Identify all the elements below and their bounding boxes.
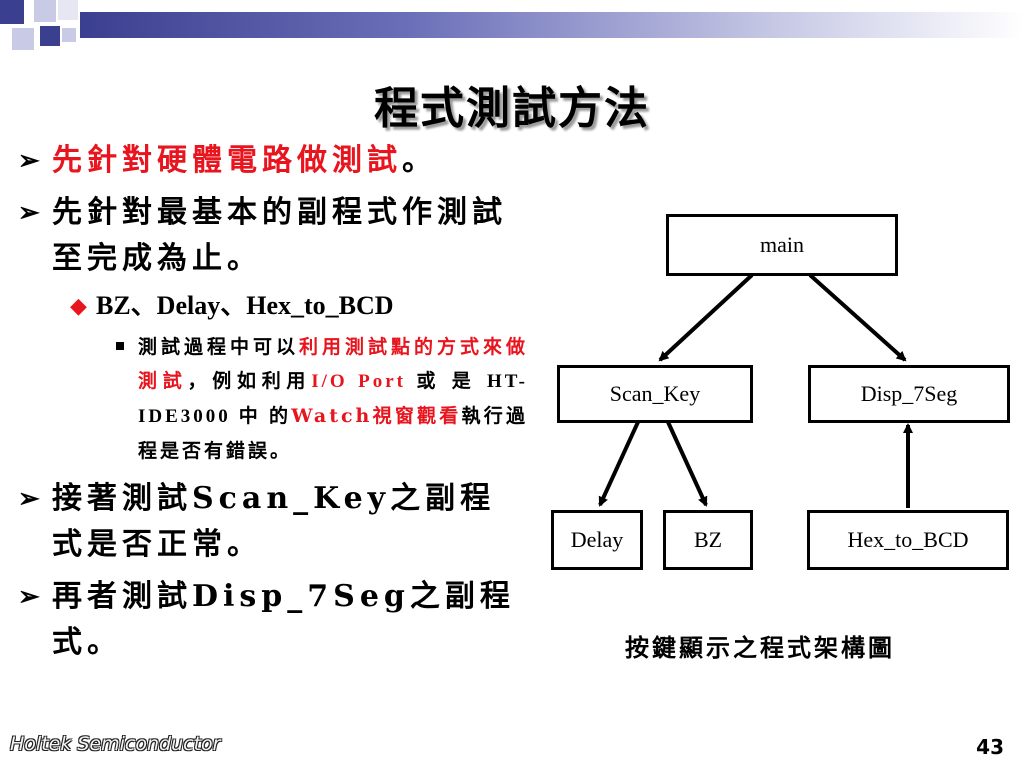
deco-square [12, 28, 34, 50]
bullet-list: ➢ 先針對硬體電路做測試。 ➢ 先針對最基本的副程式作測試至完成為止。 ◆ BZ… [18, 138, 528, 672]
node-main: main [666, 214, 898, 276]
arrow-scan-key-to-bz [666, 421, 708, 507]
bullet-text: 接著測試Scan_Key之副程式是否正常。 [52, 481, 496, 562]
bullet-text-red: 先針對硬體電路做測試 [52, 143, 402, 178]
deco-square [0, 0, 24, 24]
deco-square [58, 0, 78, 20]
sub-bullet-item: ◆ BZ、Delay、Hex_to_BCD [18, 286, 528, 326]
node-bz: BZ [663, 510, 753, 570]
bullet-text-suffix: 。 [402, 143, 437, 178]
arrow-bullet-icon: ➢ [18, 582, 45, 612]
detail-text-red: Watch視窗觀看 [291, 405, 462, 427]
detail-text: ，例如利用 [187, 370, 312, 392]
deco-square [34, 0, 56, 22]
bullet-text: 再者測試Disp_7Seg之副程式。 [52, 579, 515, 660]
bullet-item: ➢ 接著測試Scan_Key之副程式是否正常。 [18, 476, 528, 568]
sub-bullet-text: BZ、Delay、Hex_to_BCD [96, 291, 394, 320]
node-hex-to-bcd: Hex_to_BCD [807, 510, 1009, 570]
deco-square [62, 28, 76, 42]
arrow-main-to-disp-7seg [808, 273, 907, 362]
detail-text: 測試過程中可以 [138, 336, 299, 358]
bullet-item: ➢ 再者測試Disp_7Seg之副程式。 [18, 574, 528, 666]
sub-sub-bullet-item: 測試過程中可以利用測試點的方式來做測試，例如利用I/O Port 或 是 HT-… [18, 330, 528, 468]
bullet-text: 先針對最基本的副程式作測試至完成為止。 [52, 195, 507, 276]
header-gradient-bar [80, 12, 1024, 38]
bullet-item: ➢ 先針對最基本的副程式作測試至完成為止。 [18, 190, 528, 282]
arrow-bullet-icon: ➢ [18, 484, 45, 514]
detail-text-red: I/O Port [311, 371, 406, 392]
node-disp-7seg: Disp_7Seg [808, 365, 1010, 423]
node-delay: Delay [551, 510, 643, 570]
arrow-scan-key-to-delay [598, 421, 640, 507]
bullet-item: ➢ 先針對硬體電路做測試。 [18, 138, 528, 184]
node-scan-key: Scan_Key [557, 365, 753, 423]
company-name: Holtek Semiconductor [10, 733, 221, 755]
slide-title: 程式測試方法 [374, 83, 650, 134]
square-bullet-icon [116, 342, 124, 350]
detail-text: 或 是 HT-IDE3000 中 的 [138, 371, 528, 427]
detail-text-red: 利用測試點的方式來做測試 [138, 336, 528, 392]
detail-text: 執行過程是否有錯誤。 [138, 405, 528, 462]
diamond-bullet-icon: ◆ [70, 293, 87, 319]
header-decoration [0, 0, 1024, 60]
arrow-main-to-scan-key [658, 273, 754, 362]
diagram-caption: 按鍵顯示之程式架構圖 [625, 633, 895, 662]
arrow-bullet-icon: ➢ [18, 146, 45, 176]
arrow-bullet-icon: ➢ [18, 198, 45, 228]
deco-square [40, 26, 60, 46]
page-number: 43 [976, 735, 1004, 759]
